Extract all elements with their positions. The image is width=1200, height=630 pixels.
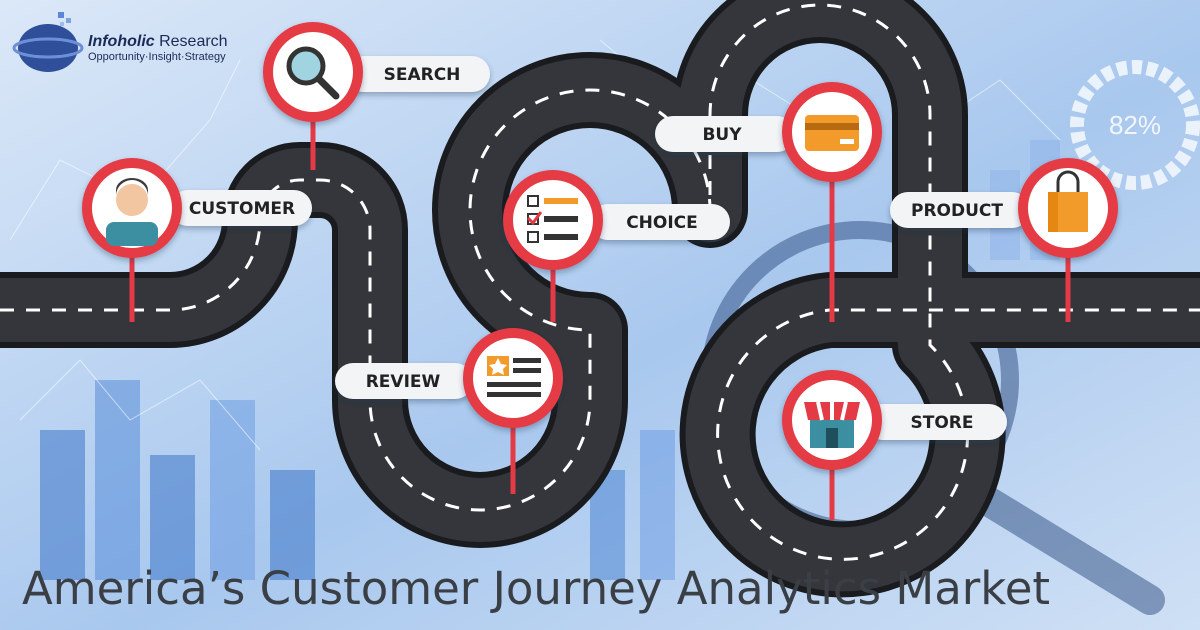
background-gauge: 82% (1070, 60, 1200, 190)
brand-name-rest: Research (155, 33, 228, 50)
globe-icon (18, 24, 78, 72)
road (0, 0, 1200, 598)
storefront-icon (804, 401, 860, 448)
credit-card-icon (805, 115, 859, 151)
buy-label-pill (655, 116, 795, 152)
store-label: STORE (911, 413, 974, 433)
shopping-bag-icon (1048, 170, 1088, 232)
product-label: PRODUCT (911, 201, 1003, 221)
stop-choice: CHOICE (503, 170, 730, 322)
page-headline: America’s Customer Journey Analytics Mar… (22, 562, 1050, 615)
stop-store: STORE (782, 370, 1007, 520)
star-review-icon (487, 356, 541, 397)
stop-review: REVIEW (335, 328, 563, 494)
checklist-icon (526, 195, 578, 243)
stop-product: PRODUCT (890, 158, 1118, 322)
svg-text:Infoholic Research: Infoholic Research (88, 33, 228, 50)
store-label-pill (865, 404, 1007, 440)
customer-label: CUSTOMER (189, 199, 295, 219)
stop-customer: CUSTOMER (82, 158, 312, 322)
person-icon (106, 178, 158, 246)
gauge-label: 82% (1109, 110, 1161, 140)
product-label-pill (890, 192, 1030, 228)
choice-label-pill (590, 204, 730, 240)
brand-logo: Infoholic Research Opportunity·Insight·S… (12, 12, 228, 72)
search-label: SEARCH (384, 65, 461, 85)
choice-label: CHOICE (626, 213, 698, 233)
buy-label: BUY (702, 125, 742, 145)
stop-buy: BUY (655, 82, 882, 322)
search-label-pill (345, 56, 490, 92)
brand-name-bold: Infoholic (88, 33, 155, 50)
brand-tagline: Opportunity·Insight·Strategy (88, 51, 226, 63)
customer-label-pill (170, 190, 312, 226)
review-label: REVIEW (366, 372, 441, 392)
stop-search: SEARCH (263, 22, 490, 170)
magnifier-icon (286, 46, 340, 100)
review-label-pill (335, 363, 473, 399)
